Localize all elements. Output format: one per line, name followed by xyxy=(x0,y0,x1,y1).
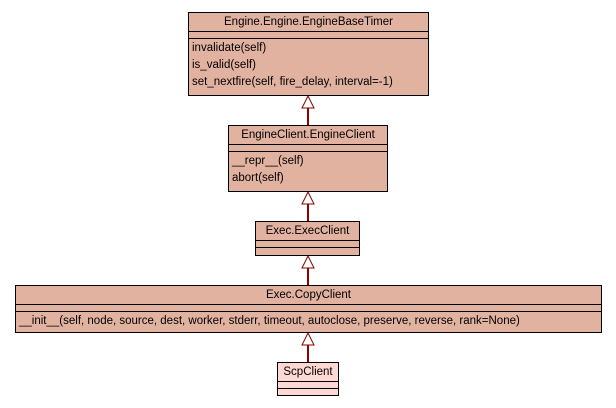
class-name: EngineClient.EngineClient xyxy=(229,126,387,145)
class-name: Engine.Engine.EngineBaseTimer xyxy=(189,13,428,32)
class-box-copyclient[interactable]: Exec.CopyClient __init__(self, node, sou… xyxy=(15,285,602,333)
method-item: abort(self) xyxy=(232,172,284,184)
class-box-scpclient[interactable]: ScpClient xyxy=(277,362,339,396)
class-methods: __init__(self, node, source, dest, worke… xyxy=(16,312,601,330)
class-attributes xyxy=(16,305,601,312)
class-attributes xyxy=(229,145,387,152)
method-item: set_nextfire(self, fire_delay, interval=… xyxy=(192,76,393,88)
class-methods xyxy=(256,248,359,254)
class-box-enginebasetimer[interactable]: Engine.Engine.EngineBaseTimer invalidate… xyxy=(188,12,429,96)
class-attributes xyxy=(189,32,428,39)
method-item: __repr__(self) xyxy=(232,155,304,167)
inheritance-arrow-icon xyxy=(301,94,315,109)
class-name: ScpClient xyxy=(278,363,338,382)
class-methods: __repr__(self) abort(self) xyxy=(229,152,387,187)
class-name: Exec.ExecClient xyxy=(256,222,359,241)
inheritance-arrow-icon xyxy=(301,190,315,205)
class-methods xyxy=(278,389,338,395)
class-methods: invalidate(self) is_valid(self) set_next… xyxy=(189,39,428,91)
class-attributes xyxy=(256,241,359,248)
class-box-execclient[interactable]: Exec.ExecClient xyxy=(255,221,360,256)
inheritance-arrow-icon xyxy=(301,254,315,269)
inheritance-arrow-icon xyxy=(301,331,315,346)
class-name: Exec.CopyClient xyxy=(16,286,601,305)
class-attributes xyxy=(278,382,338,389)
method-item: __init__(self, node, source, dest, worke… xyxy=(19,315,520,327)
method-item: is_valid(self) xyxy=(192,59,256,71)
class-box-engineclient[interactable]: EngineClient.EngineClient __repr__(self)… xyxy=(228,125,388,192)
method-item: invalidate(self) xyxy=(192,42,267,54)
